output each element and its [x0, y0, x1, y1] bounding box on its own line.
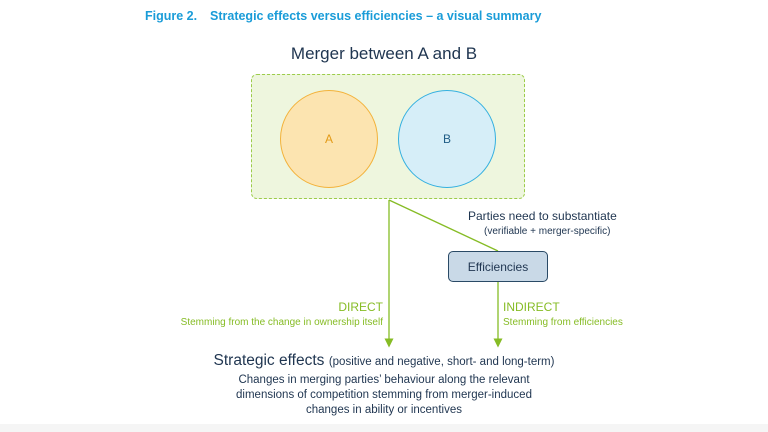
bottom-band: [0, 424, 768, 432]
figure-caption: Figure 2. Strategic effects versus effici…: [145, 9, 541, 23]
indirect-sublabel: Stemming from efficiencies: [503, 317, 623, 328]
efficiencies-label: Efficiencies: [467, 259, 529, 274]
strategic-effects-desc-line1: Changes in merging parties’ behaviour al…: [238, 374, 530, 386]
substantiate-note-sub: (verifiable + merger-specific): [484, 226, 611, 237]
strategic-effects-desc-line2: dimensions of competition stemming from …: [236, 389, 532, 401]
strategic-effects-heading: Strategic effects (positive and negative…: [0, 352, 768, 370]
party-b-label: B: [442, 132, 451, 146]
figure-title: Strategic effects versus efficiencies – …: [210, 9, 542, 23]
strategic-effects-desc-line3: changes in ability or incentives: [306, 404, 462, 416]
figure-number: Figure 2.: [145, 9, 198, 23]
substantiate-note: Parties need to substantiate: [468, 209, 617, 223]
efficiencies-box: Efficiencies: [448, 251, 548, 282]
merger-title: Merger between A and B: [290, 44, 478, 63]
strategic-effects-title: Strategic effects: [213, 352, 325, 369]
party-a-circle: A: [280, 90, 378, 188]
direct-label: DIRECT: [338, 300, 383, 314]
party-a-label: A: [324, 132, 333, 146]
strategic-effects-qualifier: (positive and negative, short- and long-…: [328, 356, 555, 368]
direct-sublabel: Stemming from the change in ownership it…: [180, 317, 383, 328]
party-b-circle: B: [398, 90, 496, 188]
indirect-label: INDIRECT: [503, 300, 560, 314]
efficiency-connector: [388, 199, 499, 252]
